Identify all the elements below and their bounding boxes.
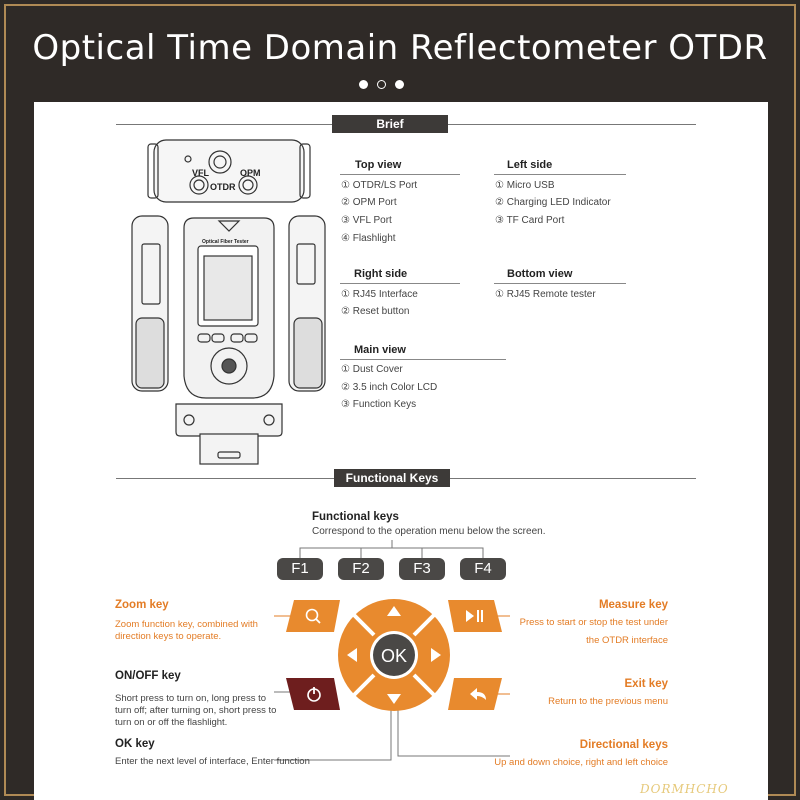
ok-label: OK (381, 646, 407, 666)
ok-key-desc: Enter the next level of interface, Enter… (115, 756, 310, 767)
main-view-underline (340, 359, 506, 360)
right-side-title: Right side (354, 268, 408, 280)
onoff-key-title: ON/OFF key (115, 670, 181, 682)
directional-keys-title: Directional keys (579, 739, 668, 751)
measure-key-desc-2: the OTDR interface (586, 635, 668, 646)
list-item: ① Micro USB (495, 180, 555, 191)
directional-keys-desc: Up and down choice, right and left choic… (494, 757, 668, 768)
top-view-underline (340, 174, 460, 175)
exit-key-title: Exit key (624, 678, 668, 690)
ok-key-title: OK key (115, 738, 155, 750)
zoom-key[interactable] (286, 600, 340, 632)
key-cluster: OK (274, 599, 510, 761)
carousel-dots (359, 80, 404, 89)
onoff-key-desc: Short press to turn on, long press to tu… (115, 693, 277, 728)
right-side-underline (340, 283, 460, 284)
ok-key[interactable] (373, 634, 415, 676)
right-arrow-icon[interactable] (431, 648, 441, 662)
list-item: ① Dust Cover (341, 364, 403, 375)
list-item: ① OTDR/LS Port (341, 180, 418, 191)
list-item: ③ VFL Port (341, 215, 392, 226)
f2-button[interactable]: F2 (338, 558, 384, 580)
page-title: Optical Time Domain Reflectometer OTDR (32, 28, 768, 68)
carousel-dot-3[interactable] (395, 80, 404, 89)
opm-label: OPM (240, 168, 261, 178)
bottom-view-underline (494, 283, 626, 284)
back-arrow-icon (470, 688, 486, 700)
power-key[interactable] (286, 678, 340, 710)
list-item: ② 3.5 inch Color LCD (341, 382, 438, 393)
exit-key-desc: Return to the previous menu (548, 696, 668, 707)
f1-button[interactable]: F1 (277, 558, 323, 580)
brand-watermark: DORMHCHO (640, 782, 729, 796)
bottom-view-title: Bottom view (507, 268, 573, 280)
vfl-label: VFL (192, 168, 210, 178)
content-panel: Brief (34, 102, 768, 800)
functional-keys-title: Functional keys (312, 511, 399, 523)
measure-key[interactable] (448, 600, 502, 632)
list-item: ③ Function Keys (341, 399, 417, 410)
carousel-dot-2[interactable] (377, 80, 386, 89)
list-item: ① RJ45 Interface (341, 289, 418, 300)
list-item: ① RJ45 Remote tester (495, 289, 596, 300)
list-item: ② Charging LED Indicator (495, 197, 611, 208)
measure-key-title: Measure key (598, 599, 668, 611)
down-arrow-icon[interactable] (387, 694, 401, 704)
list-item: ③ TF Card Port (495, 215, 565, 226)
list-item: ② OPM Port (341, 197, 397, 208)
f3-button[interactable]: F3 (399, 558, 445, 580)
otdr-label: OTDR (210, 182, 236, 192)
functional-keys-subtitle: Correspond to the operation menu below t… (312, 526, 546, 537)
top-view-title: Top view (355, 159, 402, 171)
device-diagram: VFL OTDR OPM Optical Fiber Tester (131, 139, 326, 465)
measure-key-desc-1: Press to start or stop the test under (519, 617, 668, 628)
f4-button[interactable]: F4 (460, 558, 506, 580)
main-view-title: Main view (354, 344, 406, 356)
zoom-key-title: Zoom key (115, 599, 169, 611)
zoom-key-desc: Zoom function key, combined with directi… (115, 619, 258, 642)
search-icon (305, 608, 319, 622)
screen-label: Optical Fiber Tester (202, 239, 249, 245)
list-item: ② Reset button (341, 306, 410, 317)
list-item: ④ Flashlight (341, 233, 396, 244)
left-side-title: Left side (507, 159, 553, 171)
left-arrow-icon[interactable] (347, 648, 357, 662)
brief-section-label: Brief (332, 115, 448, 133)
play-pause-icon (466, 610, 474, 622)
left-side-underline (494, 174, 626, 175)
carousel-dot-1[interactable] (359, 80, 368, 89)
functional-section-label: Functional Keys (334, 469, 450, 487)
up-arrow-icon[interactable] (387, 606, 401, 616)
